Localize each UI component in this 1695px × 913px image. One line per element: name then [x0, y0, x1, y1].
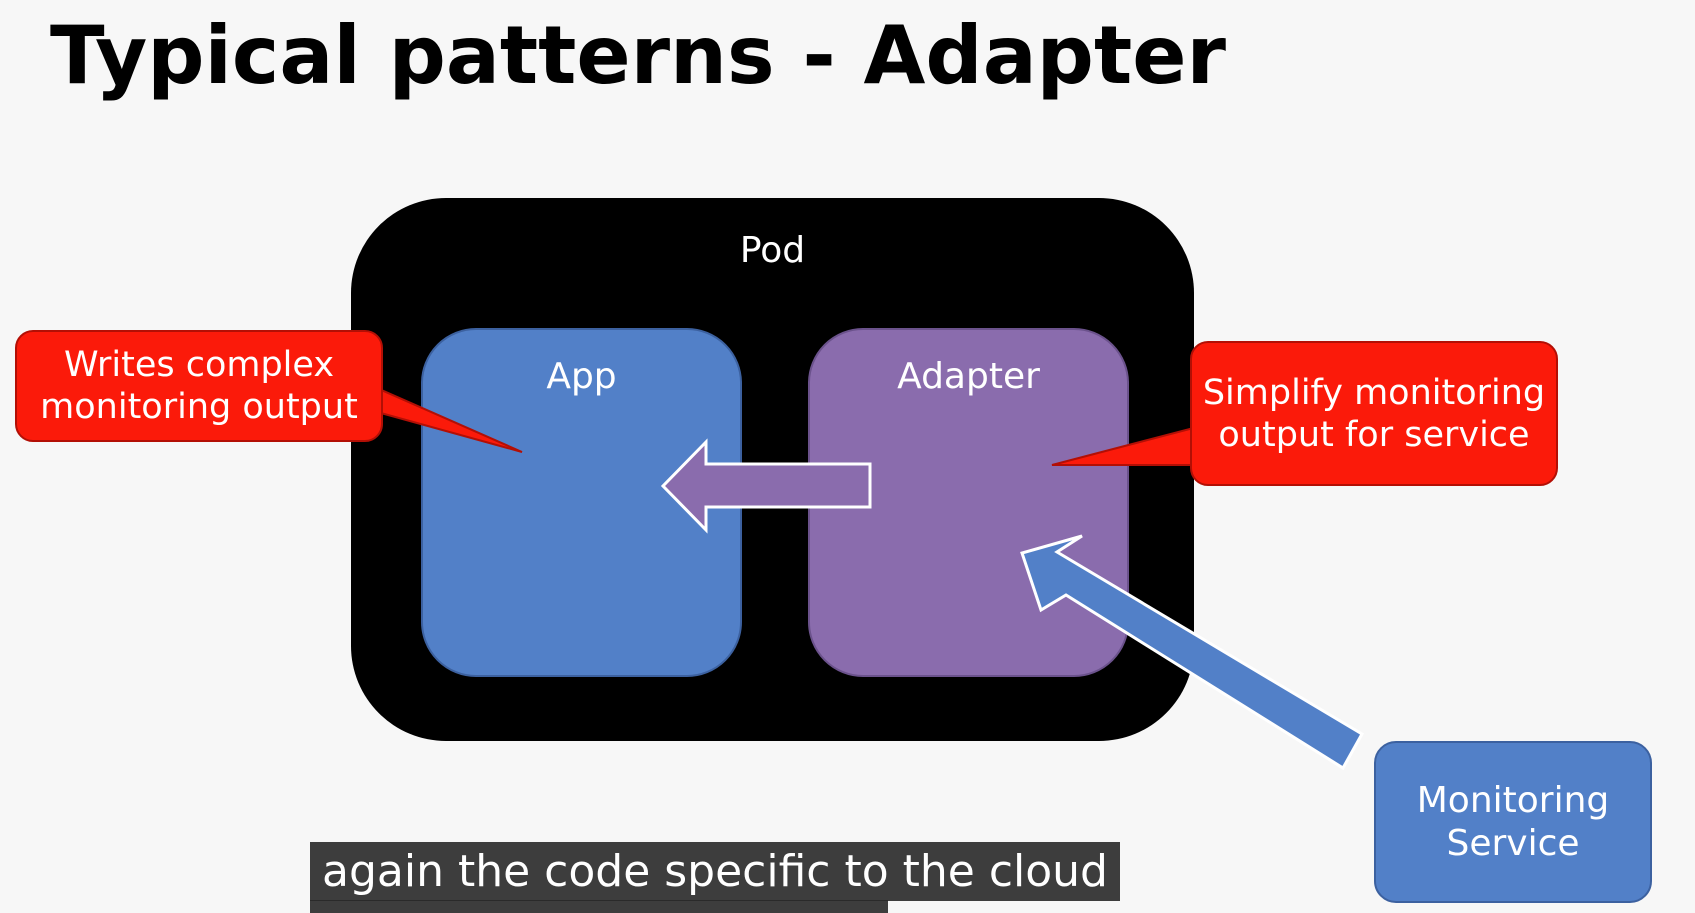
adapter-container: Adapter	[808, 328, 1129, 677]
callout-right-line1: Simplify monitoring	[1202, 372, 1546, 413]
slide-title: Typical patterns - Adapter	[50, 9, 1226, 102]
callout-right: Simplify monitoring output for service	[1190, 341, 1558, 486]
callout-left-line1: Writes complex	[63, 345, 335, 385]
app-label: App	[546, 356, 617, 397]
video-caption-second-line	[310, 900, 888, 913]
pod-label: Pod	[739, 230, 806, 271]
monitoring-service-line1: Monitoring	[1416, 779, 1610, 821]
app-container: App	[421, 328, 742, 677]
monitoring-service-line2: Service	[1446, 823, 1580, 864]
video-caption: again the code specific to the cloud	[310, 842, 1120, 901]
callout-right-line2: output for service	[1218, 414, 1530, 455]
callout-left-line2: monitoring output	[40, 387, 358, 427]
adapter-label: Adapter	[897, 356, 1040, 397]
callout-left: Writes complex monitoring output	[15, 330, 383, 442]
monitoring-service-box: Monitoring Service	[1374, 741, 1652, 903]
